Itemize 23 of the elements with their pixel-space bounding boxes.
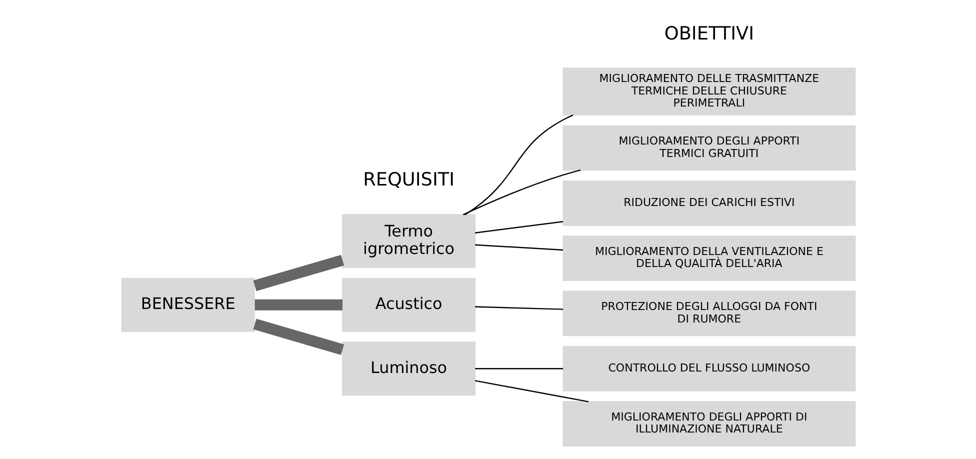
- label: REQUISITI: [362, 169, 454, 190]
- node-box: PROTEZIONE DEGLI ALLOGGI DA FONTI DI RUMORE: [562, 290, 856, 336]
- node-box: Acustico: [341, 278, 476, 332]
- connector: [474, 244, 563, 251]
- node-box: BENESSERE: [120, 278, 254, 332]
- connector: [462, 169, 580, 216]
- node-box: MIGLIORAMENTO DEGLI APPORTI TERMICI GRATUITI: [562, 125, 856, 171]
- node-box: MIGLIORAMENTO DELLE TRASMITTANZE TERMICHE DELLE CHIUSURE PERIMETRALI: [562, 68, 856, 116]
- connector: [474, 368, 563, 370]
- connector: [474, 380, 588, 402]
- node-box: RIDUZIONE DEI CARICHI ESTIVI: [562, 180, 856, 226]
- node-box: Termo igrometrico: [341, 214, 476, 268]
- connector: [464, 114, 573, 216]
- node-box: Luminoso: [341, 342, 476, 396]
- node-box: MIGLIORAMENTO DELLA VENTILAZIONE E DELLA QUALITÀ DELL'ARIA: [562, 236, 856, 281]
- label: OBIETTIVI: [664, 23, 754, 44]
- connector: [474, 306, 563, 310]
- connector: [474, 221, 563, 234]
- node-box: CONTROLLO DEL FLUSSO LUMINOSO: [562, 346, 856, 392]
- node-box: MIGLIORAMENTO DEGLI APPORTI DI ILLUMINAZIONE NATURALE: [562, 401, 856, 447]
- connector: [254, 299, 342, 310]
- connector: [252, 254, 344, 292]
- connector: [252, 318, 344, 355]
